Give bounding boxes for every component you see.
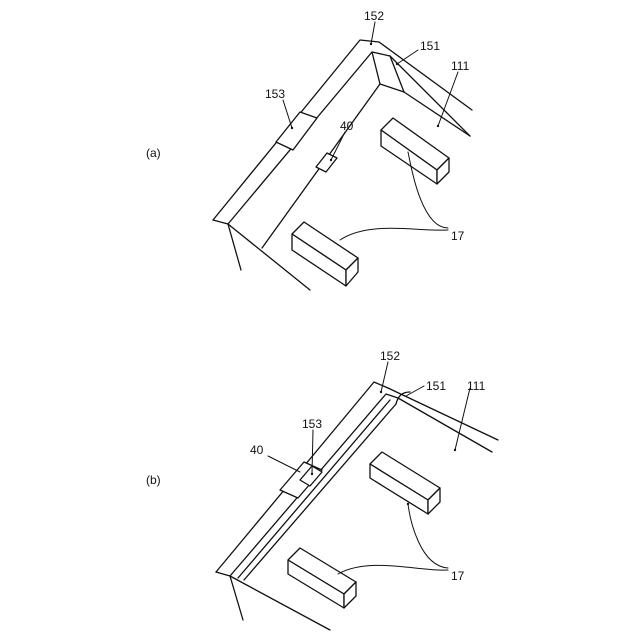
- leader-dot-17-b: [407, 503, 409, 505]
- leader-17-lower-a: [340, 228, 448, 240]
- leader-17-lower-b: [338, 565, 448, 574]
- leader-dot-153-b: [311, 473, 313, 475]
- floor-back-a: [404, 92, 470, 136]
- wall-mid-b: [398, 398, 492, 452]
- leader-151-b: [406, 386, 424, 396]
- label-111-b: 111: [467, 379, 486, 393]
- figure-a: (a): [146, 9, 472, 290]
- panel-label-b: (b): [146, 473, 161, 487]
- leader-111-a: [438, 72, 458, 126]
- frame-corner-a: [213, 220, 228, 224]
- leader-111-b: [455, 388, 470, 450]
- wall-top-b: [388, 388, 498, 440]
- block-17-upper-b: [370, 452, 440, 514]
- frame-inner-edge-a: [228, 52, 390, 224]
- leader-40-a: [331, 132, 345, 160]
- leader-dot-151-a: [396, 63, 398, 65]
- leader-dot-152-a: [370, 43, 372, 45]
- leader-dot-111-a: [437, 125, 439, 127]
- frame-b: [216, 382, 498, 630]
- leader-153-a: [283, 100, 292, 128]
- label-152-b: 152: [380, 349, 400, 363]
- leader-40-b: [268, 456, 300, 472]
- component-153-a: [276, 112, 317, 150]
- label-153-b: 153: [302, 417, 322, 431]
- leader-152-a: [371, 22, 375, 44]
- label-40-b: 40: [250, 443, 264, 457]
- component-153-box-a: [276, 112, 317, 150]
- figure-b: (b): [146, 349, 498, 630]
- label-17-a: 17: [451, 229, 465, 243]
- label-17-b: 17: [451, 569, 465, 583]
- label-153-a: 153: [265, 87, 285, 101]
- component-40-box-a: [316, 153, 337, 172]
- block-17-lower-b: [288, 548, 356, 608]
- label-40-a: 40: [340, 119, 354, 133]
- leader-dot-40-a: [330, 159, 332, 161]
- leader-dot-153-a: [291, 127, 293, 129]
- block-17-lower-a: [292, 222, 358, 286]
- leader-dot-111-b: [454, 449, 456, 451]
- frame-leg-a: [228, 224, 241, 270]
- label-151-a: 151: [420, 39, 440, 53]
- panel-label-a: (a): [146, 146, 161, 160]
- component-40-a: [316, 153, 337, 172]
- label-152-a: 152: [364, 9, 384, 23]
- leader-dot-152-b: [380, 391, 382, 393]
- frame-corner-b: [216, 572, 230, 576]
- label-151-b: 151: [426, 379, 446, 393]
- plate-151-side-a: [390, 56, 404, 92]
- label-111-a: 111: [451, 59, 470, 73]
- plate-151-bottom-a: [380, 84, 404, 92]
- plate-151-edge-a: [372, 52, 380, 84]
- block-17-upper-a: [381, 118, 449, 184]
